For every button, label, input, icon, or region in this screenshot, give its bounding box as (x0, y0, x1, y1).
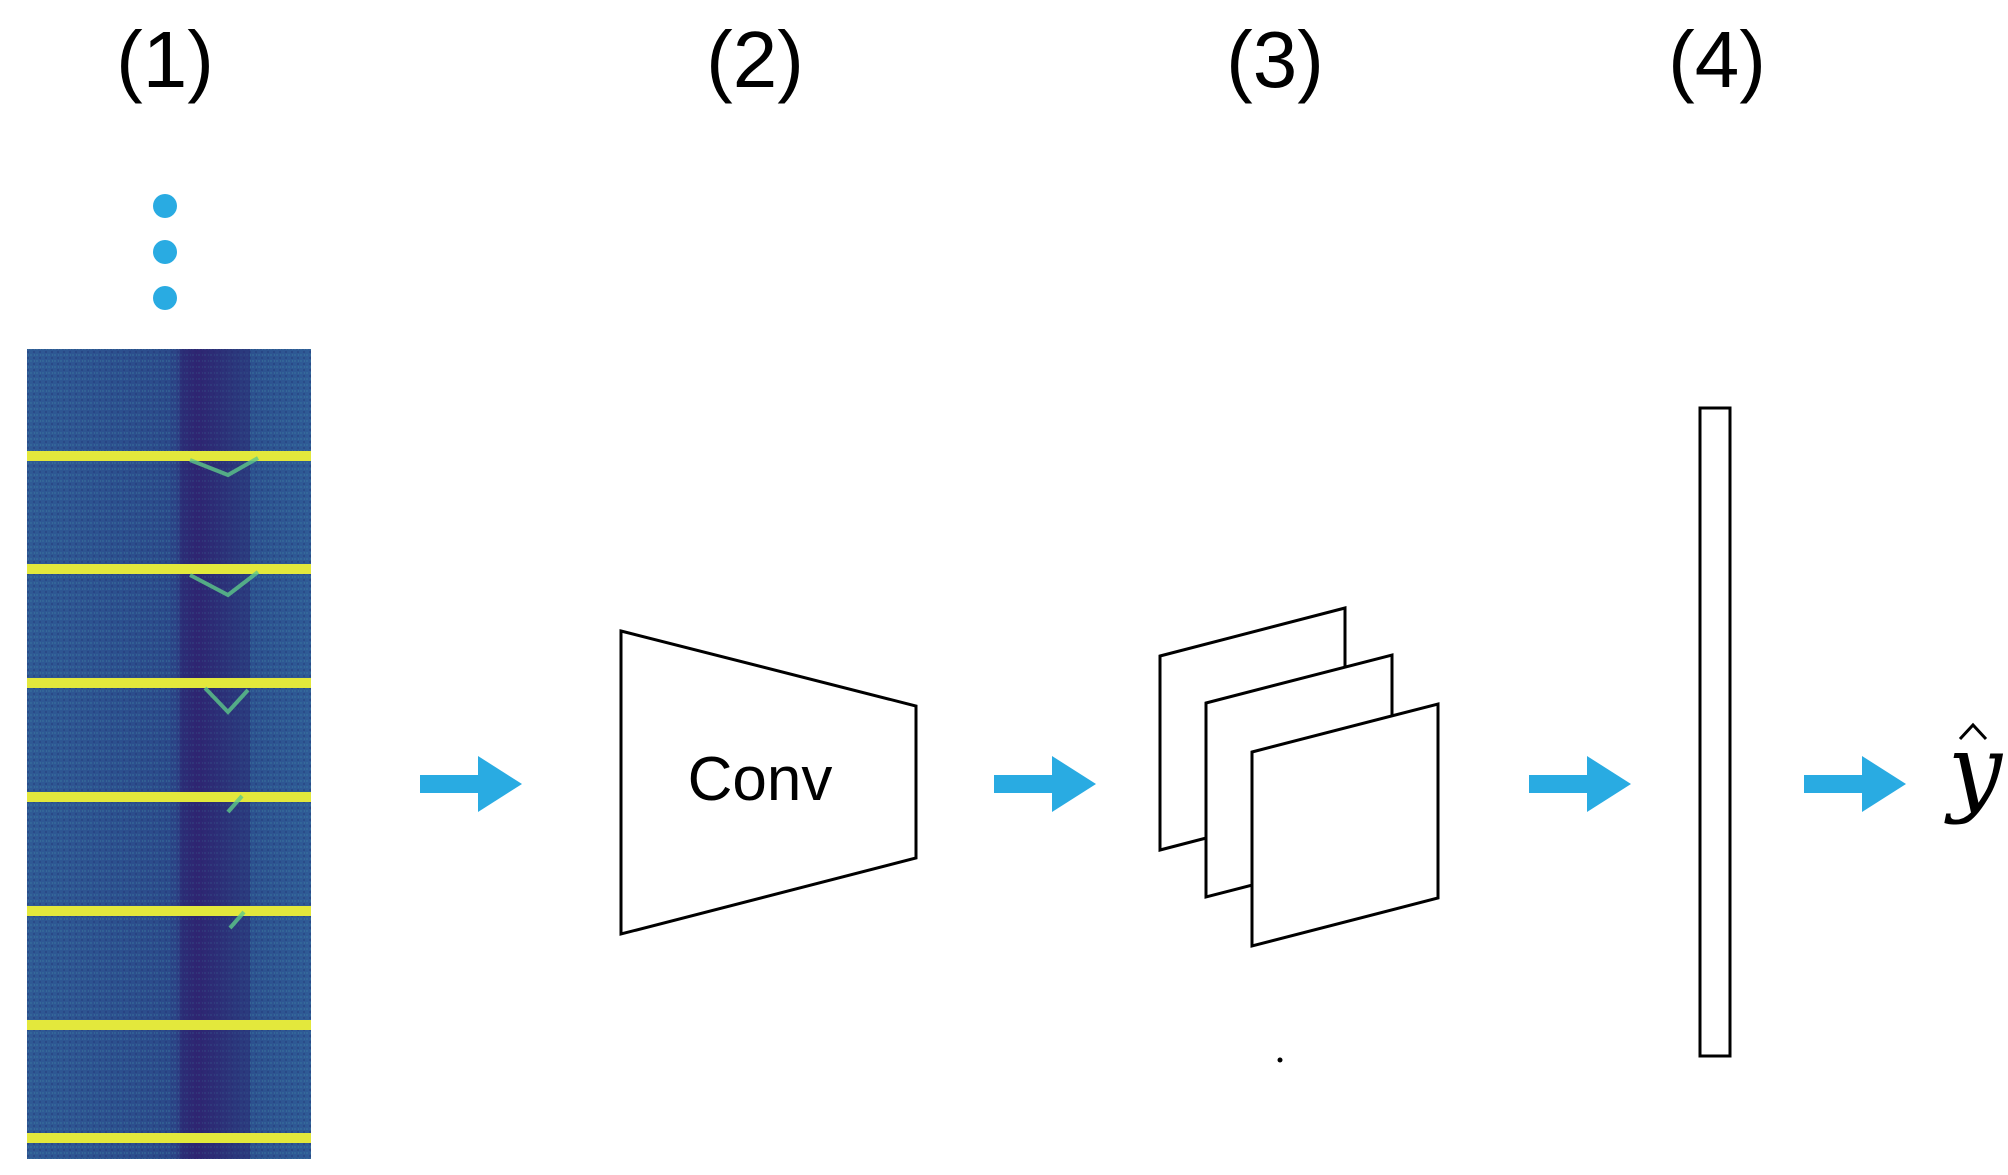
arrow-4-icon (1804, 756, 1906, 812)
ellipsis-dots-icon (153, 194, 177, 310)
dot (153, 286, 177, 310)
stage-label-3: (3) (1226, 15, 1324, 104)
arrow-1-icon (420, 756, 522, 812)
dot (153, 194, 177, 218)
stage-label-1: (1) (116, 15, 214, 104)
conv-label: Conv (687, 745, 833, 814)
stage-label-2: (2) (706, 15, 804, 104)
conv-block (619, 629, 918, 936)
feature-maps (1158, 606, 1440, 948)
input-stripes (27, 451, 311, 1143)
feature-map-front (1250, 702, 1440, 948)
stage-label-4: (4) (1668, 15, 1766, 104)
input-image (27, 349, 311, 1159)
hat-accent-icon (1958, 722, 1988, 741)
stray-dot (1277, 1057, 1283, 1063)
dot (153, 240, 177, 264)
output-y-hat: y (1947, 714, 2003, 826)
dense-vector (1698, 406, 1732, 1058)
arrow-2-icon (994, 756, 1096, 812)
arrow-3-icon (1529, 756, 1631, 812)
input-marks (189, 456, 260, 930)
